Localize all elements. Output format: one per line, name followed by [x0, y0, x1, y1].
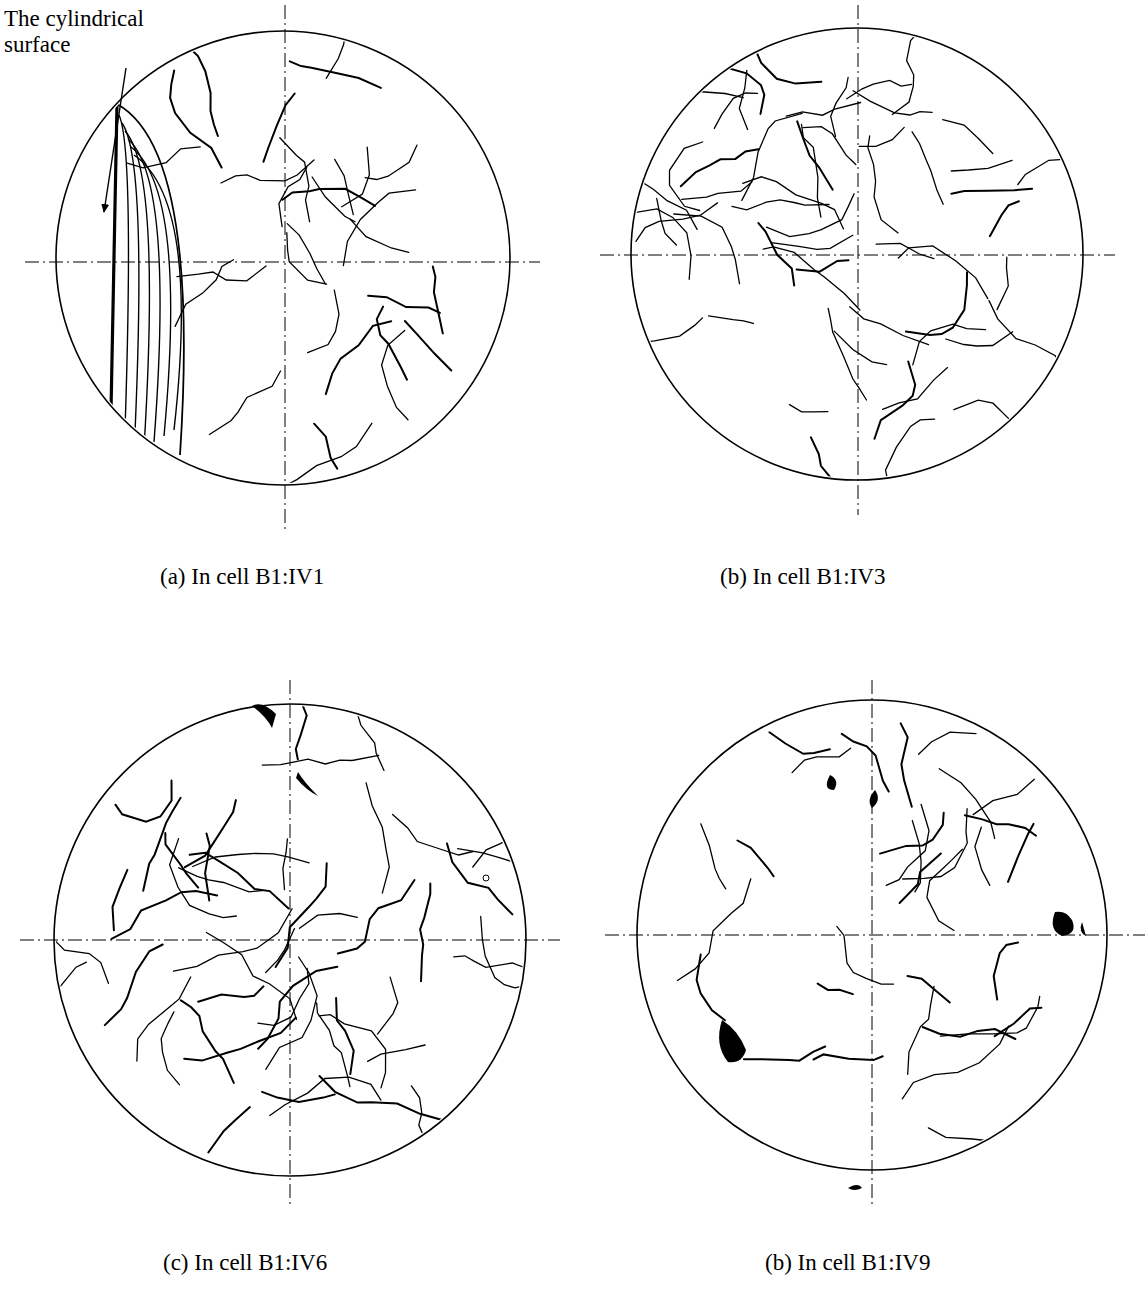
- figure-caption: (a) In cell B1:IV1: [160, 564, 324, 590]
- crack-lines: [46, 18, 1090, 1184]
- specimen-outline: [54, 28, 1107, 1176]
- leader-arrow: [104, 68, 126, 212]
- leader-label: The cylindrical surface: [4, 6, 204, 59]
- spall-mark: [252, 704, 1086, 1190]
- figure-caption: (b) In cell B1:IV3: [720, 564, 885, 590]
- figure-caption: (c) In cell B1:IV6: [163, 1250, 327, 1276]
- figure-caption: (b) In cell B1:IV9: [765, 1250, 930, 1276]
- center-line: [20, 5, 1145, 1205]
- cylindrical-surface-cracks: [110, 104, 184, 462]
